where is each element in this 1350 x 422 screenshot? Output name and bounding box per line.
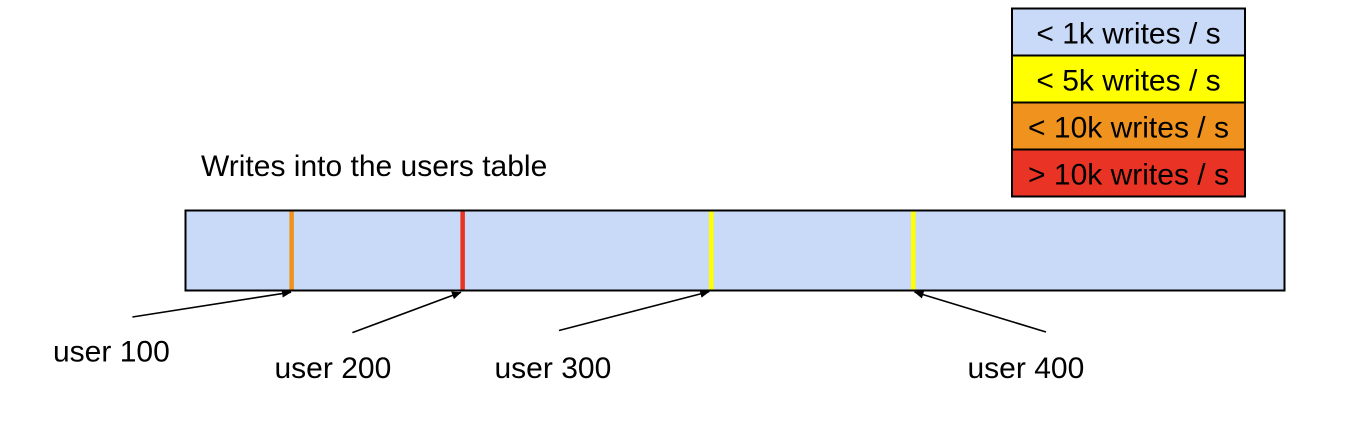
svg-text:< 10k writes / s: < 10k writes / s — [1028, 112, 1229, 145]
svg-text:> 10k writes / s: > 10k writes / s — [1028, 158, 1229, 191]
svg-text:user 300: user 300 — [495, 352, 612, 385]
svg-text:< 1k writes / s: < 1k writes / s — [1036, 18, 1220, 51]
svg-text:Writes into the users table: Writes into the users table — [201, 150, 547, 183]
svg-text:< 5k writes / s: < 5k writes / s — [1036, 65, 1220, 98]
svg-text:user 200: user 200 — [275, 352, 392, 385]
svg-text:user 400: user 400 — [968, 352, 1085, 385]
svg-text:user 100: user 100 — [53, 336, 170, 369]
